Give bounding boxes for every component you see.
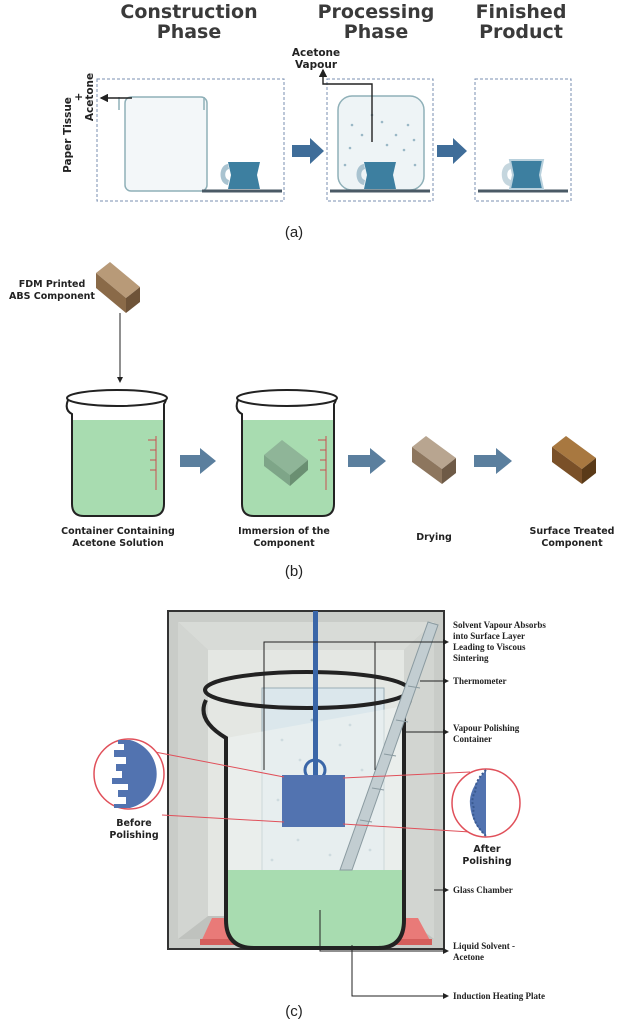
part-raw-icon: [220, 162, 260, 189]
panel-a: Construction Phase Processing Phase Fini…: [62, 1, 572, 241]
heating-plate-label: Induction Heating Plate: [453, 991, 545, 1001]
finished-box: [474, 78, 572, 202]
phase-title-finished-2: Product: [479, 21, 563, 43]
thermometer: [339, 621, 439, 871]
liquid-solvent: [226, 870, 404, 948]
vapour-arrow: [318, 68, 373, 142]
part-finished-icon: [501, 159, 545, 190]
step1-label-2: Acetone Solution: [72, 538, 164, 549]
beaker-immersion: [235, 389, 338, 517]
panel-c: Before Polishing After Polishing Solvent…: [93, 610, 546, 1020]
arrow-a1: [292, 138, 324, 164]
glass-container: [124, 96, 208, 192]
before-label-2: Polishing: [109, 830, 158, 841]
processing-box: [326, 78, 434, 202]
acetone-vapour-label-2: Vapour: [295, 59, 338, 71]
acetone-vapour-label: Acetone: [292, 47, 340, 59]
plus-label: +: [73, 93, 85, 102]
phase-title-finished: Finished: [476, 1, 567, 23]
phase-title-construction: Construction: [120, 1, 257, 23]
absorb-label: Solvent Vapour Absorbs: [453, 620, 546, 630]
liquid-solvent-label-2: Acetone: [453, 952, 484, 962]
part-processing-icon: [356, 162, 396, 189]
beaker-acetone: [65, 389, 168, 517]
after-label: After: [473, 844, 500, 855]
arrow-b2: [348, 448, 386, 474]
treated-block-icon: [552, 436, 596, 484]
paper-tissue-label: Paper Tissue: [62, 97, 74, 173]
panel-b: FDM Printed ABS Component: [9, 262, 614, 580]
arrow-b3: [474, 448, 512, 474]
step4-label-2: Component: [541, 538, 603, 549]
abs-block-icon: [96, 262, 140, 313]
container-label: Vapour Polishing: [453, 723, 520, 733]
caption-b: (b): [285, 563, 303, 580]
step3-label: Drying: [416, 532, 452, 543]
acetone-label: Acetone: [84, 73, 96, 121]
liquid-solvent-label: Liquid Solvent -: [453, 941, 515, 951]
caption-a: (a): [285, 224, 303, 241]
arrow-a2: [437, 138, 467, 164]
phase-title-processing-2: Phase: [344, 21, 408, 43]
step2-label-2: Component: [253, 538, 315, 549]
before-label: Before: [116, 818, 151, 829]
absorb-label-2: into Surface Layer: [453, 631, 525, 641]
fdm-label: FDM Printed: [19, 279, 86, 290]
absorb-label-3: Leading to Viscous: [453, 642, 526, 652]
sample-block: [282, 775, 345, 827]
after-label-2: Polishing: [462, 856, 511, 867]
glass-chamber-label: Glass Chamber: [453, 885, 513, 895]
arrow-b1: [180, 448, 216, 474]
absorb-label-4: Sintering: [453, 653, 489, 663]
step1-label: Container Containing: [61, 526, 175, 537]
phase-title-processing: Processing: [318, 1, 435, 23]
phase-title-construction-2: Phase: [157, 21, 221, 43]
caption-c: (c): [285, 1003, 303, 1020]
step2-label: Immersion of the: [238, 526, 330, 537]
fdm-label-2: ABS Component: [9, 291, 95, 302]
step4-label: Surface Treated: [530, 526, 615, 537]
construction-box: [96, 78, 285, 202]
hanger-rod: [313, 611, 318, 789]
container-label-2: Container: [453, 734, 492, 744]
thermometer-label: Thermometer: [453, 676, 506, 686]
drying-block-icon: [412, 436, 456, 484]
